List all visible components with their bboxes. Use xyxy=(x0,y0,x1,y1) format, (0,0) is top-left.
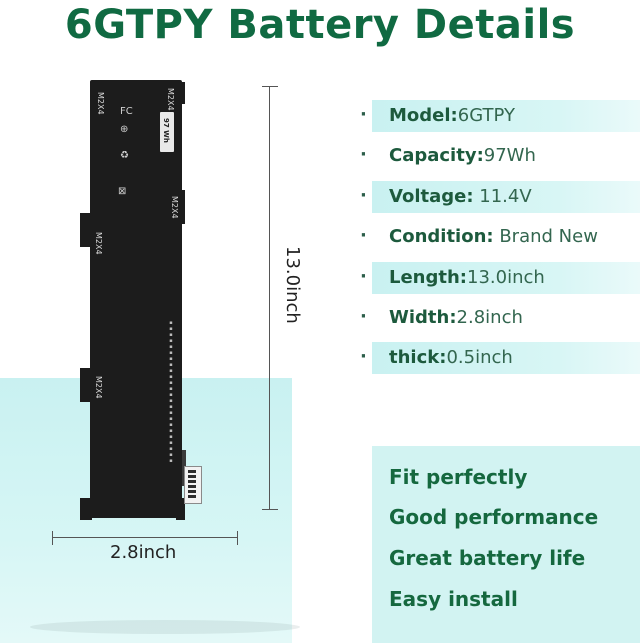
battery-marking: M2X4 xyxy=(94,232,103,255)
feature-item: Great battery life xyxy=(389,546,586,570)
spec-label: Model: xyxy=(389,105,458,126)
spec-row-width: · Width:2.8inch xyxy=(360,298,640,338)
battery-marking: M2X4 xyxy=(94,376,103,399)
page-title: 6GTPY Battery Details xyxy=(64,2,576,48)
spec-label: Length: xyxy=(389,267,467,288)
battery-tab xyxy=(80,213,92,247)
spec-text: Condition: Brand New xyxy=(389,226,598,247)
spec-row-condition: · Condition: Brand New xyxy=(360,217,640,257)
dimension-tick xyxy=(262,86,278,87)
battery-connector xyxy=(184,466,202,504)
battery-shadow xyxy=(30,620,300,634)
battery-tab xyxy=(80,498,92,520)
spec-text: thick:0.5inch xyxy=(389,347,513,368)
spec-row-model: · Model:6GTPY xyxy=(360,96,640,136)
bullet-icon: · xyxy=(360,225,367,246)
battery-image xyxy=(90,80,182,518)
feature-item: Good performance xyxy=(389,505,599,529)
warning-strip: ▪▪▪▪▪▪▪▪▪▪▪▪▪▪▪▪▪▪▪▪▪▪▪▪ xyxy=(168,320,174,464)
capacity-plate xyxy=(160,112,174,152)
spec-row-thick: · thick:0.5inch xyxy=(360,338,640,378)
recycle-icon: ♻ xyxy=(120,150,129,161)
spec-row-voltage: · Voltage: 11.4V xyxy=(360,177,640,217)
spec-value: 13.0inch xyxy=(467,267,545,288)
spec-text: Model:6GTPY xyxy=(389,105,515,126)
spec-row-length: · Length:13.0inch xyxy=(360,258,640,298)
fc-logo-icon: FC xyxy=(120,106,133,117)
spec-value: 0.5inch xyxy=(446,347,513,368)
spec-row-background xyxy=(372,181,640,213)
spec-value: 97Wh xyxy=(483,145,536,166)
spec-text: Length:13.0inch xyxy=(389,267,545,288)
spec-value: 11.4V xyxy=(473,186,532,207)
capacity-plate-text: 97 Wh xyxy=(162,118,170,143)
spec-label: Capacity: xyxy=(389,145,484,166)
bullet-icon: · xyxy=(360,266,367,287)
battery-tab xyxy=(80,368,92,402)
spec-label: Voltage: xyxy=(389,186,474,207)
bullet-icon: · xyxy=(360,104,367,125)
battery-marking: M2X4 xyxy=(96,92,105,115)
feature-item: Fit perfectly xyxy=(389,465,528,489)
battery-marking: M2X4 xyxy=(166,88,175,111)
battery-marking: M2X4 xyxy=(170,196,179,219)
spec-label: Condition: xyxy=(389,226,494,247)
length-dimension-line xyxy=(269,86,270,510)
spec-row-background xyxy=(372,100,640,132)
spec-row-capacity: · Capacity:97Wh xyxy=(360,136,640,176)
width-dimension-line xyxy=(52,537,238,538)
spec-text: Width:2.8inch xyxy=(389,307,523,328)
bullet-icon: · xyxy=(360,185,367,206)
spec-label: thick: xyxy=(389,347,447,368)
spec-value: 6GTPY xyxy=(457,105,515,126)
feature-item: Easy install xyxy=(389,587,518,611)
spec-text: Voltage: 11.4V xyxy=(389,186,532,207)
spec-label: Width: xyxy=(389,307,457,328)
spec-row-background xyxy=(372,262,640,294)
certification-icon: ⊕ xyxy=(120,124,129,135)
features-panel xyxy=(372,446,640,643)
bullet-icon: · xyxy=(360,346,367,367)
length-dimension-label: 13.0inch xyxy=(282,246,303,324)
bin-icon: ⊠ xyxy=(118,186,127,197)
width-dimension-label: 2.8inch xyxy=(110,542,177,563)
bullet-icon: · xyxy=(360,144,367,165)
dimension-tick xyxy=(52,531,53,545)
dimension-tick xyxy=(237,531,238,545)
bullet-icon: · xyxy=(360,306,367,327)
spec-value: Brand New xyxy=(493,226,598,247)
spec-value: 2.8inch xyxy=(456,307,523,328)
dimension-tick xyxy=(262,509,278,510)
spec-row-background xyxy=(372,342,640,374)
spec-text: Capacity:97Wh xyxy=(389,145,536,166)
